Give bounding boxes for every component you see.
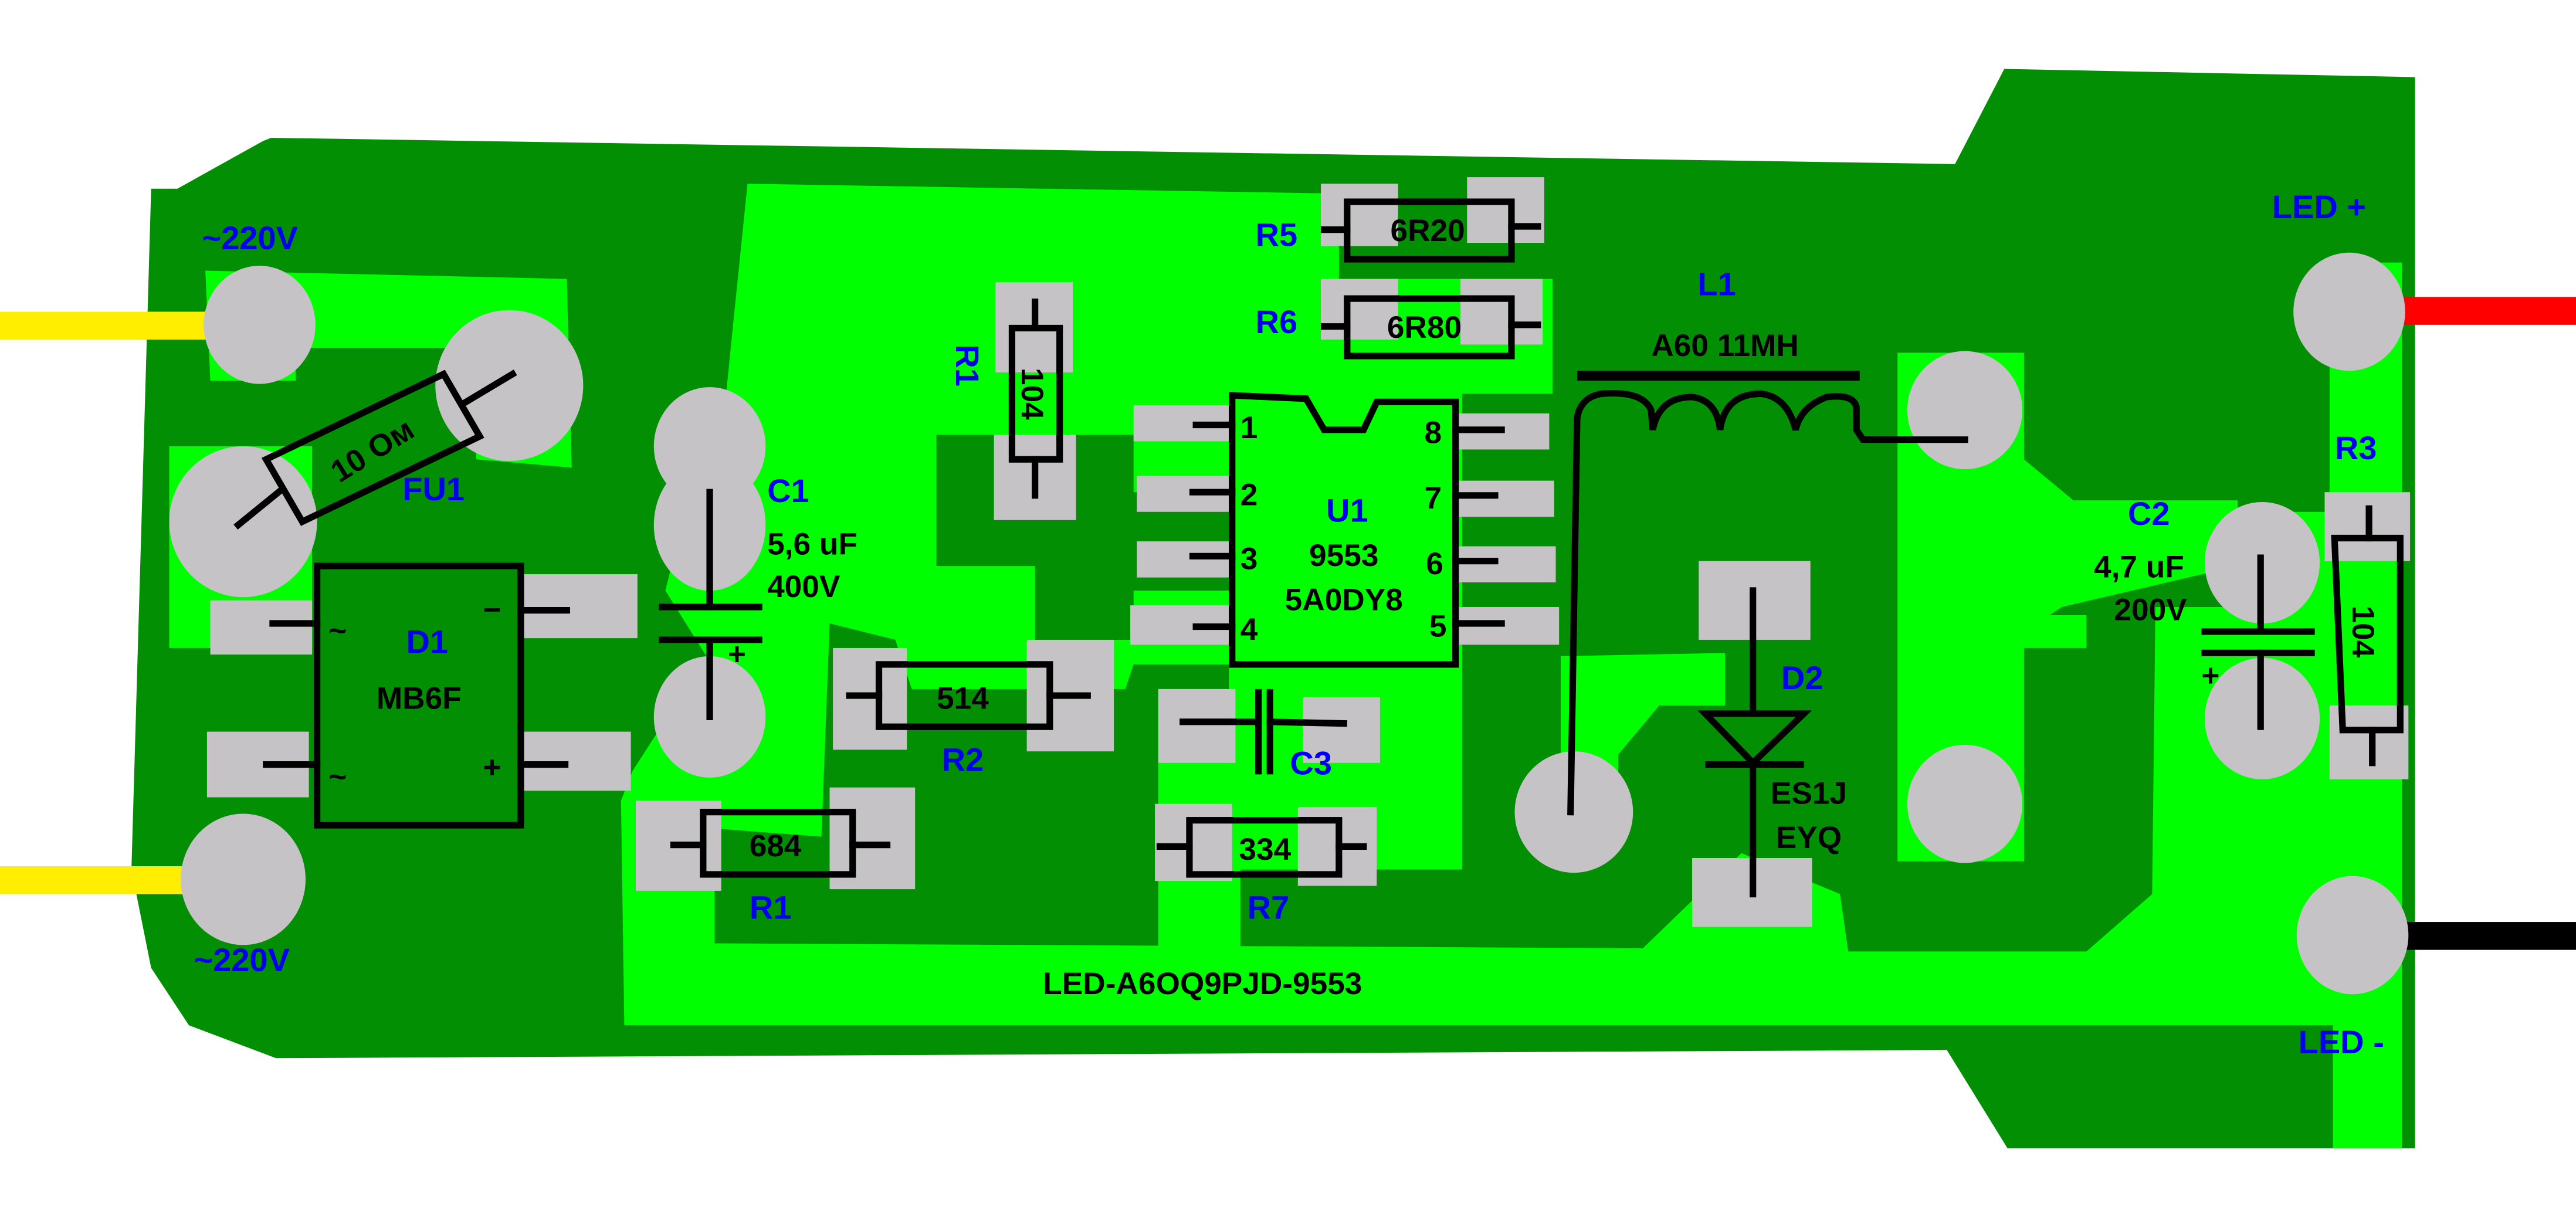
u1-pin-1: 1 — [1240, 411, 1258, 445]
u1-pin-3: 3 — [1240, 542, 1258, 577]
resistor-r1-top[interactable]: 104 R1 — [949, 299, 1063, 499]
pad-ac-top — [204, 266, 316, 384]
pad-led-plus — [2293, 252, 2405, 371]
inductor-l1[interactable]: L1 A60 11MH — [1567, 266, 1968, 816]
d1-pin-ac1: ~ — [328, 614, 347, 649]
u1-code: 5A0DY8 — [1285, 583, 1403, 618]
r3-ref: R3 — [2335, 429, 2377, 466]
label-ac-top: ~220V — [202, 219, 299, 256]
c2-polarity: + — [2201, 658, 2219, 693]
c2-value: 4,7 uF — [2094, 550, 2184, 585]
c2-ref: C2 — [2128, 495, 2170, 532]
r3-value: 104 — [2345, 606, 2380, 658]
d2-ref: D2 — [1781, 659, 1823, 696]
r1-top-value: 104 — [1015, 368, 1049, 420]
fu1-ref: FU1 — [402, 470, 465, 507]
d2-code: EYQ — [1776, 820, 1842, 855]
label-led-plus: LED + — [2272, 188, 2366, 225]
c3-ref: C3 — [1290, 744, 1332, 781]
r2-ref: R2 — [942, 741, 984, 778]
smd-pads — [206, 177, 2411, 927]
label-led-minus: LED - — [2299, 1023, 2384, 1060]
pad-led-minus — [2296, 876, 2409, 995]
fuse-fu1[interactable]: 10 Ом FU1 — [233, 369, 517, 530]
u1-pin-8: 8 — [1424, 415, 1442, 450]
d1-ref: D1 — [406, 623, 448, 660]
d1-pin-ac2: ~ — [328, 760, 347, 795]
r6-ref: R6 — [1256, 303, 1298, 340]
resistor-r1-bottom[interactable]: 684 R1 — [670, 809, 891, 926]
u1-pin-6: 6 — [1426, 547, 1443, 581]
bridge-rectifier-d1[interactable]: ~ ~ − + D1 MB6F — [263, 562, 570, 829]
r1-bottom-value: 684 — [750, 829, 802, 863]
ic-u1[interactable]: 1 2 3 4 5 6 7 8 U1 9553 5A0DY8 — [1189, 392, 1505, 668]
resistor-r3[interactable]: 104 R3 — [2331, 429, 2404, 767]
pad-ac-bottom — [181, 813, 306, 945]
resistor-r6[interactable]: 6R80 R6 — [1256, 295, 1541, 360]
u1-pin-4: 4 — [1240, 612, 1258, 647]
c1-value: 5,6 uF — [767, 527, 857, 562]
d1-value: MB6F — [377, 681, 462, 715]
capacitor-c3[interactable]: C3 — [1179, 689, 1347, 781]
c1-ref: C1 — [767, 472, 809, 509]
c2-voltage: 200V — [2114, 592, 2187, 627]
u1-ref: U1 — [1326, 492, 1368, 529]
resistor-r2[interactable]: 514 R2 — [846, 661, 1091, 778]
capacitor-c1[interactable]: + C1 5,6 uF 400V — [659, 472, 857, 721]
label-ac-bottom: ~220V — [194, 941, 290, 978]
r7-value: 334 — [1239, 832, 1291, 867]
c1-voltage: 400V — [767, 569, 840, 604]
pad-right-lower — [1907, 744, 2023, 863]
board-model-label: LED-A6OQ9PJD-9553 — [1043, 967, 1362, 1001]
l1-value: A60 11MH — [1651, 328, 1798, 363]
r2-value: 514 — [937, 681, 989, 715]
u1-pin-5: 5 — [1429, 609, 1447, 643]
u1-value: 9553 — [1309, 538, 1378, 573]
u1-pin-7: 7 — [1424, 481, 1442, 516]
r5-ref: R5 — [1256, 216, 1298, 253]
pad-fuse-right — [435, 310, 584, 462]
l1-ref: L1 — [1697, 266, 1736, 303]
through-hole-pads — [169, 252, 2409, 995]
r7-ref: R7 — [1248, 889, 1290, 926]
r5-value: 6R20 — [1390, 213, 1465, 248]
resistor-r5[interactable]: 6R20 R5 — [1256, 198, 1541, 263]
d1-pin-plus: + — [483, 750, 501, 785]
r1-bottom-ref: R1 — [750, 889, 792, 926]
d2-value: ES1J — [1771, 776, 1847, 811]
resistor-r7[interactable]: 334 R7 — [1156, 817, 1367, 926]
c1-polarity: + — [728, 637, 746, 672]
pad-l1-right — [1907, 351, 2023, 470]
capacitor-c2[interactable]: + C2 4,7 uF 200V — [2094, 495, 2315, 730]
d1-pin-minus: − — [483, 592, 501, 627]
r1-top-ref: R1 — [949, 344, 986, 386]
r6-value: 6R80 — [1387, 310, 1462, 345]
u1-pin-2: 2 — [1240, 478, 1258, 513]
diode-d2[interactable]: D2 ES1J EYQ — [1697, 587, 1847, 898]
